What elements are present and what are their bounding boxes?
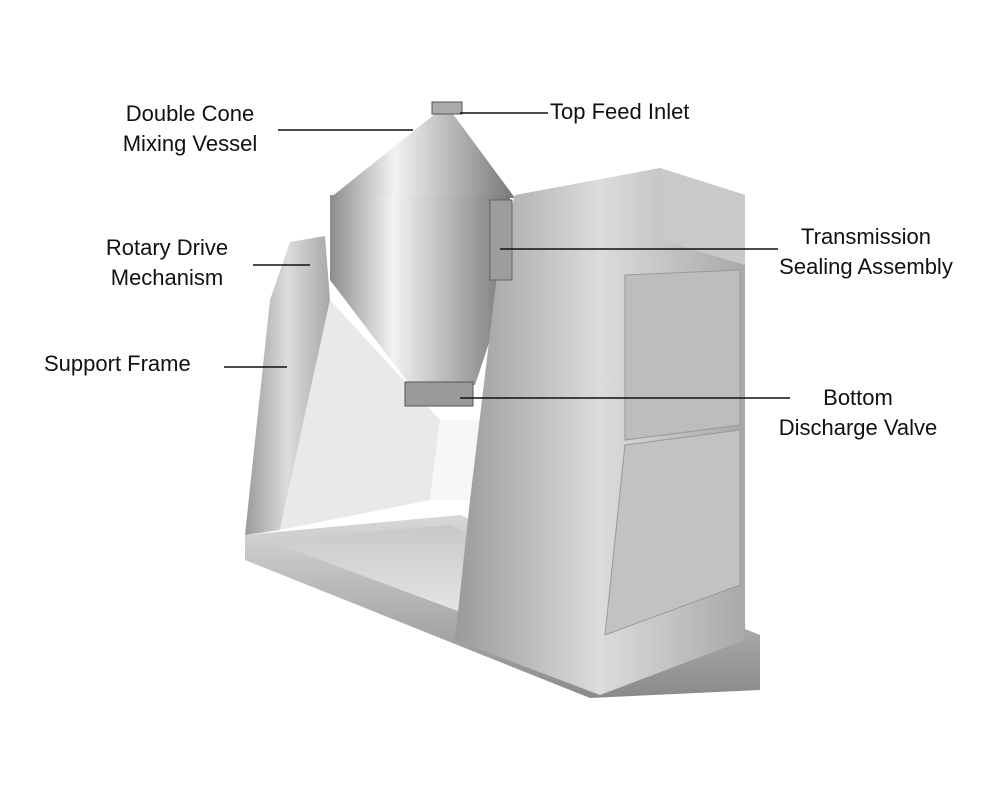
- label-rotary-drive-mechanism: Rotary Drive Mechanism: [77, 233, 257, 293]
- label-line: Mechanism: [110, 265, 224, 290]
- label-line: Discharge Valve: [778, 415, 938, 440]
- label-line: Transmission: [801, 224, 931, 249]
- label-top-feed-inlet: Top Feed Inlet: [550, 99, 690, 124]
- label-support-frame: Support Frame: [44, 351, 191, 376]
- label-bottom-discharge-valve: Bottom Discharge Valve: [748, 383, 968, 443]
- label-line: Sealing Assembly: [779, 254, 953, 279]
- label-double-cone-mixing-vessel: Double Cone Mixing Vessel: [100, 99, 280, 159]
- label-line: Double Cone: [125, 101, 255, 126]
- label-line: Mixing Vessel: [122, 131, 258, 156]
- support-frame-right: [455, 168, 745, 695]
- leader-lines: [224, 112, 790, 399]
- label-line: Bottom: [823, 385, 893, 410]
- label-transmission-sealing-assembly: Transmission Sealing Assembly: [756, 222, 976, 282]
- label-line: Rotary Drive: [105, 235, 229, 260]
- mixing-vessel: [330, 101, 515, 407]
- support-frame-left: [245, 236, 480, 535]
